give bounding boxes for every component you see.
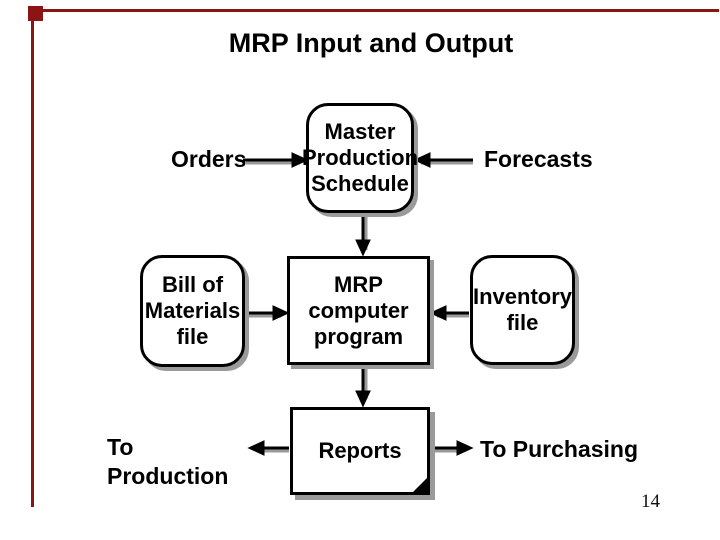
master-production-schedule-box: Master Production Schedule xyxy=(302,103,418,213)
forecasts-label: Forecasts xyxy=(484,146,593,172)
reports-label: Reports xyxy=(318,438,402,463)
arrow-mrp-to-reports xyxy=(355,366,371,408)
master-production-schedule-label: Master Production Schedule xyxy=(301,119,419,196)
arrow-orders-to-mps xyxy=(243,152,309,168)
bill-of-materials-file-label: Bill of Materials file xyxy=(144,272,241,349)
slide-frame-top-line xyxy=(28,9,719,12)
slide-title: MRP Input and Output xyxy=(228,28,514,58)
inventory-file-box: Inventory file xyxy=(470,255,575,365)
page-curl-icon xyxy=(411,476,429,494)
arrow-mps-to-mrp xyxy=(355,214,371,257)
orders-label: Orders xyxy=(171,146,247,172)
mrp-computer-program-box: MRP computer program xyxy=(287,256,430,365)
arrow-inventory-to-mrp xyxy=(429,305,469,321)
arrow-bom-to-mrp xyxy=(246,305,290,321)
page-number: 14 xyxy=(641,491,660,512)
mrp-computer-program-label: MRP computer program xyxy=(308,271,409,349)
arrow-reports-to-purchasing xyxy=(432,440,474,456)
inventory-file-label: Inventory file xyxy=(472,284,573,335)
to-production-label: To Production xyxy=(107,434,229,489)
arrow-forecasts-to-mps xyxy=(413,152,473,168)
to-purchasing-label: To Purchasing xyxy=(480,436,639,462)
arrow-reports-to-production xyxy=(247,440,289,456)
reports-box: Reports xyxy=(290,407,430,495)
bill-of-materials-file-box: Bill of Materials file xyxy=(140,255,245,367)
slide-frame-left-line xyxy=(31,6,34,507)
